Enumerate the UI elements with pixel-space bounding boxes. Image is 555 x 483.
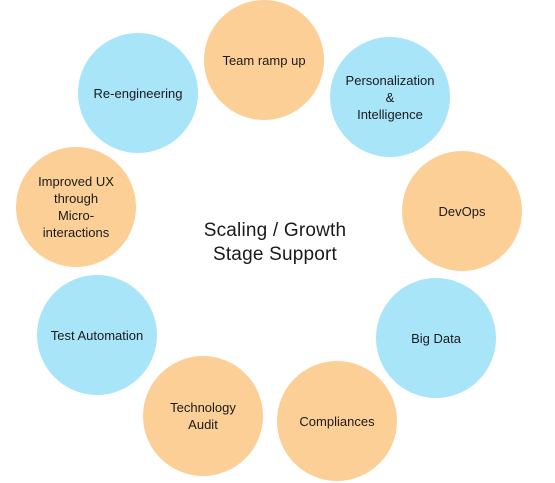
bubble-label: DevOps [438, 203, 486, 219]
bubble-label: Improved UX through Micro- interactions [38, 174, 114, 240]
bubble-label: Re-engineering [93, 85, 183, 101]
bubble-label: Test Automation [50, 327, 144, 343]
bubble-label: Big Data [411, 330, 461, 346]
bubble-label: Technology Audit [170, 400, 236, 432]
bubble-big-data: Big Data [376, 278, 496, 398]
bubble-label: Compliances [299, 413, 375, 429]
bubble-compliances: Compliances [277, 361, 397, 481]
bubble-label: Team ramp up [222, 52, 306, 68]
bubble-test-automation: Test Automation [37, 275, 157, 395]
bubble-technology-audit: Technology Audit [143, 356, 263, 476]
bubble-devops: DevOps [402, 151, 522, 271]
center-title-line-2: Stage Support [212, 244, 338, 265]
center-title-line-1: Scaling / Growth [203, 220, 347, 241]
bubble-team-ramp-up: Team ramp up [204, 0, 324, 120]
bubble-label: Personalization & Intelligence [345, 72, 435, 122]
center-title: Scaling / Growth Stage Support [175, 219, 375, 267]
bubble-re-engineering: Re-engineering [78, 33, 198, 153]
bubble-personalization-intelligence: Personalization & Intelligence [330, 37, 450, 157]
bubble-improved-ux: Improved UX through Micro- interactions [16, 147, 136, 267]
